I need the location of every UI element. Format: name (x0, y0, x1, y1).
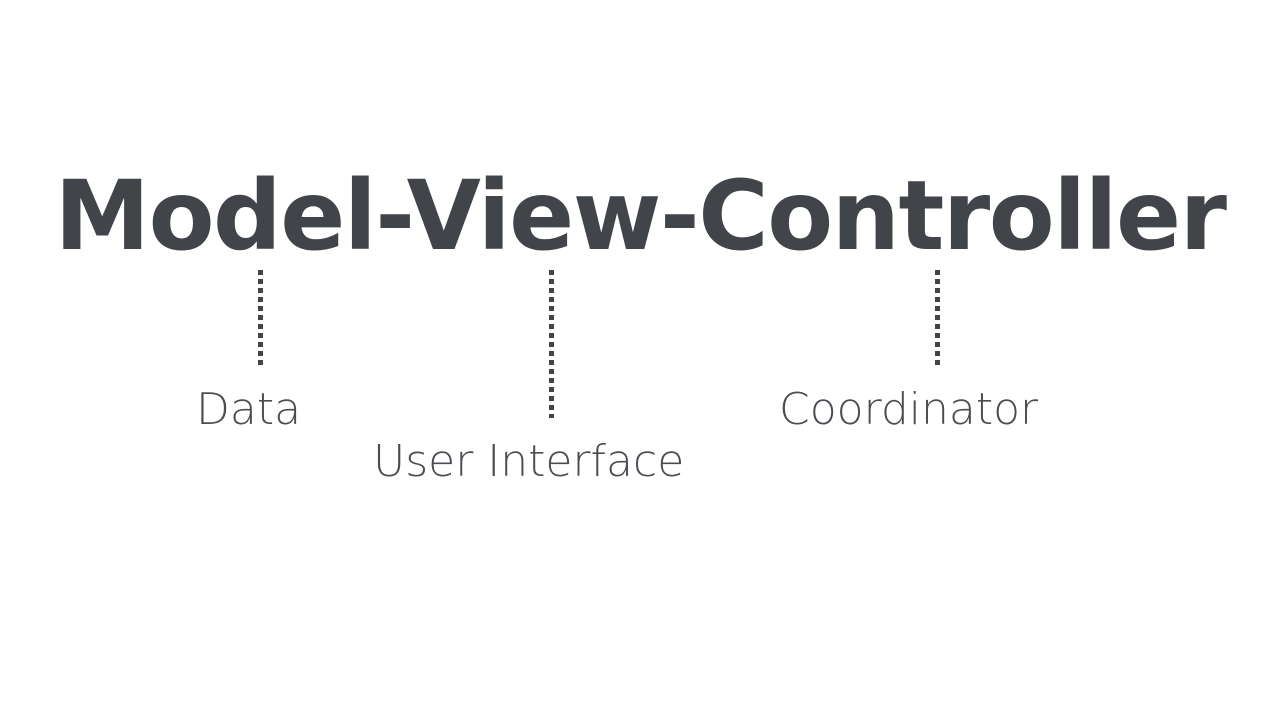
leader-line-controller (935, 270, 940, 365)
page-title: Model-View-Controller (54, 160, 1227, 272)
caption-model: Data (196, 384, 302, 435)
caption-controller: Coordinator (779, 384, 1039, 435)
leader-line-view (549, 270, 554, 418)
leader-line-model (258, 270, 263, 365)
caption-view: User Interface (373, 436, 685, 487)
